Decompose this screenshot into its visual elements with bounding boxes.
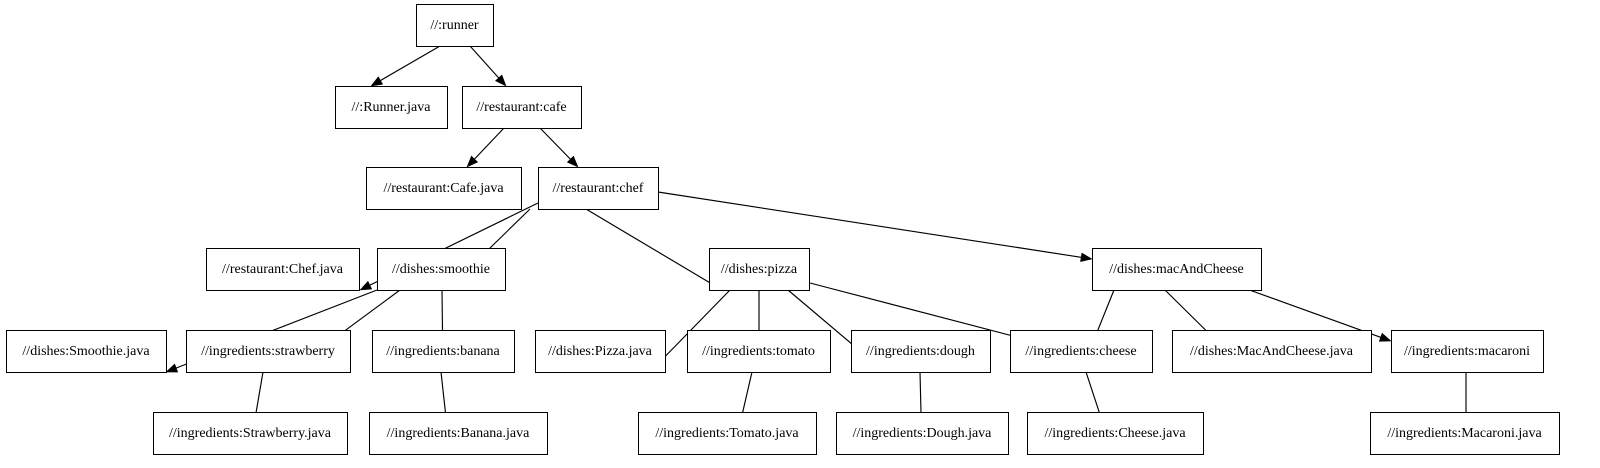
- node-restaurant_chef[interactable]: //restaurant:chef: [538, 167, 659, 210]
- node-ing_cheese[interactable]: //ingredients:cheese: [1010, 330, 1153, 373]
- node-label: //ingredients:dough: [866, 344, 975, 359]
- node-label: //ingredients:Dough.java: [853, 426, 993, 441]
- edge-restaurant_cafe-to-restaurant_cafe_java: [466, 127, 505, 168]
- node-restaurant_cafe[interactable]: //restaurant:cafe: [462, 86, 582, 129]
- node-label: //ingredients:cheese: [1025, 344, 1136, 359]
- node-label: //ingredients:Strawberry.java: [169, 426, 332, 441]
- node-ing_dough[interactable]: //ingredients:dough: [851, 330, 991, 373]
- edge-restaurant_cafe-to-restaurant_chef: [539, 127, 579, 168]
- node-dishes_smoothie[interactable]: //dishes:smoothie: [377, 248, 506, 291]
- node-label: //ingredients:banana: [386, 344, 500, 359]
- node-label: //:runner: [430, 18, 479, 33]
- edge-dishes_macandcheese-to-ing_macaroni: [1229, 282, 1392, 342]
- node-label: //dishes:MacAndCheese.java: [1190, 344, 1354, 359]
- node-label: //dishes:pizza: [721, 262, 798, 277]
- node-ing_banana[interactable]: //ingredients:banana: [372, 330, 515, 373]
- node-dishes_macandcheese[interactable]: //dishes:macAndCheese: [1092, 248, 1262, 291]
- node-label: //ingredients:tomato: [702, 344, 815, 359]
- node-ing_macaroni[interactable]: //ingredients:macaroni: [1391, 330, 1544, 373]
- node-label: //ingredients:Tomato.java: [655, 426, 799, 441]
- node-ing_strawberry_java[interactable]: //ingredients:Strawberry.java: [153, 412, 348, 455]
- node-label: //restaurant:Chef.java: [222, 262, 344, 277]
- node-label: //dishes:Pizza.java: [548, 344, 653, 359]
- nodes-layer: //:runner //:Runner.java //restaurant:cafe…: [6, 4, 1560, 455]
- node-label: //ingredients:Cheese.java: [1044, 426, 1186, 441]
- node-ing_tomato_java[interactable]: //ingredients:Tomato.java: [638, 412, 817, 455]
- node-label: //dishes:Smoothie.java: [22, 344, 150, 359]
- node-label: //dishes:macAndCheese: [1109, 262, 1244, 277]
- node-restaurant_cafe_java[interactable]: //restaurant:Cafe.java: [366, 167, 522, 210]
- edge-runner-to-restaurant_cafe: [469, 45, 507, 87]
- node-ing_macaroni_java[interactable]: //ingredients:Macaroni.java: [1370, 412, 1560, 455]
- node-label: //ingredients:macaroni: [1404, 344, 1530, 359]
- node-runner[interactable]: //:runner: [416, 4, 494, 47]
- node-label: //ingredients:strawberry: [201, 344, 335, 359]
- node-dishes_pizza[interactable]: //dishes:pizza: [709, 248, 810, 291]
- node-label: //restaurant:Cafe.java: [383, 181, 504, 196]
- node-dishes_macandcheese_java[interactable]: //dishes:MacAndCheese.java: [1172, 330, 1372, 373]
- edge-restaurant_chef-to-dishes_pizza: [585, 208, 723, 291]
- node-dishes_smoothie_java[interactable]: //dishes:Smoothie.java: [6, 330, 167, 373]
- node-ing_strawberry[interactable]: //ingredients:strawberry: [186, 330, 351, 373]
- node-dishes_pizza_java[interactable]: //dishes:Pizza.java: [535, 330, 666, 373]
- node-label: //ingredients:Macaroni.java: [1387, 426, 1542, 441]
- node-ing_tomato[interactable]: //ingredients:tomato: [687, 330, 831, 373]
- node-ing_cheese_java[interactable]: //ingredients:Cheese.java: [1027, 412, 1204, 455]
- node-restaurant_chef_java[interactable]: //restaurant:Chef.java: [206, 248, 360, 291]
- node-label: //restaurant:chef: [553, 181, 644, 196]
- edge-runner-to-runner_java: [370, 45, 441, 87]
- edges-layer: [165, 45, 1471, 455]
- node-runner_java[interactable]: //:Runner.java: [335, 86, 448, 129]
- node-ing_banana_java[interactable]: //ingredients:Banana.java: [369, 412, 548, 455]
- node-ing_dough_java[interactable]: //ingredients:Dough.java: [836, 412, 1009, 455]
- node-label: //restaurant:cafe: [476, 100, 566, 115]
- node-label: //:Runner.java: [352, 100, 432, 115]
- edge-restaurant_chef-to-dishes_macandcheese: [657, 191, 1093, 262]
- node-label: //ingredients:Banana.java: [387, 426, 530, 441]
- node-label: //dishes:smoothie: [392, 262, 490, 277]
